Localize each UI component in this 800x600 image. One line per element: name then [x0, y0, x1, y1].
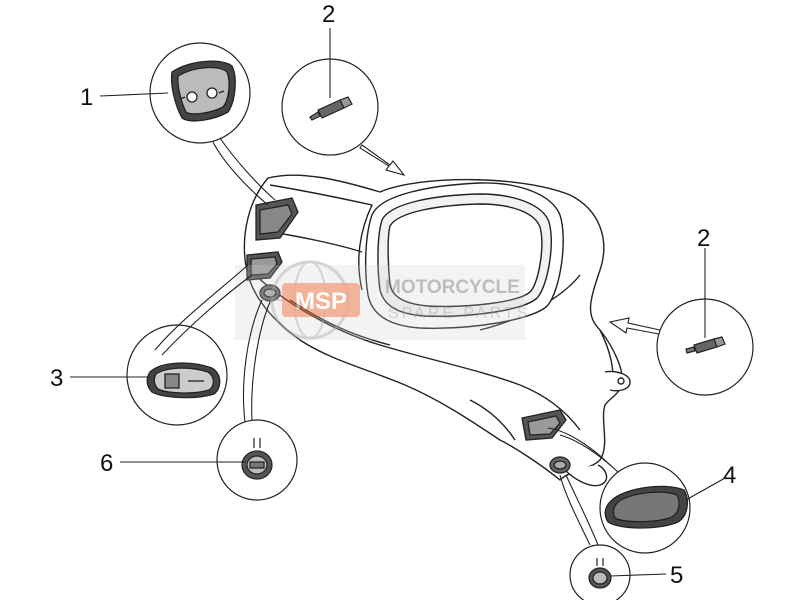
bulb-holder-icon [685, 336, 726, 354]
knob-switch-icon [241, 438, 273, 480]
knob-switch-icon [588, 558, 612, 589]
callout-5: 5 [670, 562, 683, 589]
leader-lines [70, 28, 726, 577]
instrument-window [364, 182, 564, 329]
blank-cover-icon [604, 485, 689, 529]
callout-2-right: 2 [697, 225, 710, 252]
callout-2-top: 2 [322, 1, 335, 28]
arrow-icon [608, 317, 661, 335]
body-switch-slots [246, 197, 571, 474]
callout-6: 6 [100, 450, 113, 477]
callout-1: 1 [80, 84, 93, 111]
watermark-line1: MOTORCYCLE [385, 277, 520, 298]
connector-lines [154, 137, 619, 546]
headlight-switch-icon [170, 60, 236, 122]
callout-3: 3 [50, 365, 63, 392]
hazard-switch-icon [146, 362, 221, 399]
arrow-icon [359, 144, 406, 176]
bulb-holder-icon [309, 96, 353, 121]
watermark-line2: SPARE PARTS [388, 305, 530, 322]
watermark: MSP MOTORCYCLE SPARE PARTS [235, 260, 530, 340]
callout-4: 4 [723, 462, 736, 489]
watermark-badge: MSP [295, 288, 347, 315]
